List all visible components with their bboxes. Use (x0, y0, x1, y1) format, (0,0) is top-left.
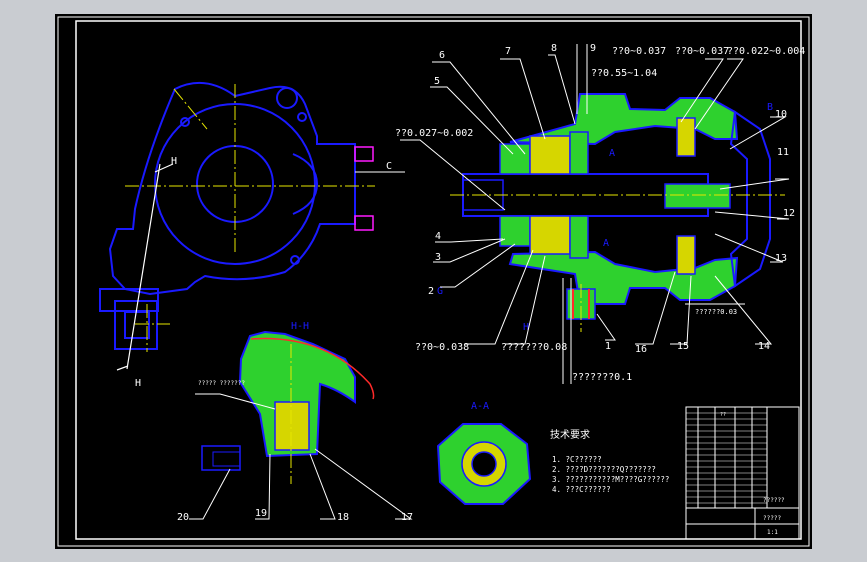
part-number-16: 16 (635, 344, 647, 355)
part-number-19: 19 (255, 508, 267, 519)
part-number-6: 6 (439, 50, 445, 61)
title-block (685, 406, 800, 540)
end-cap (729, 110, 771, 288)
notes-list: 1. ?C?????? 2. ????D???????Q??????? 3. ?… (552, 455, 669, 494)
drawing-sheet: H H C A A B G H (55, 14, 812, 549)
hh-leaders (189, 393, 413, 520)
note-line-1: 1. ?C?????? (552, 455, 602, 464)
dim-tol-2: ??0~0.037 (675, 46, 729, 57)
dimension-texts: ??0~0.037 ??0~0.037 ??0.022~0.004 ??0.55… (395, 46, 805, 383)
main-section-view (462, 93, 771, 320)
gear-hub (664, 183, 731, 209)
dim-tol-1: ??0~0.037 (612, 46, 666, 57)
housing-centerlines (125, 84, 375, 352)
note-line-4: 4. ???C?????? (552, 485, 611, 494)
hh-part-numbers: 20 19 18 17 (177, 508, 413, 523)
label-section-aa: A-A (471, 401, 489, 412)
part-number-15: 15 (677, 341, 689, 352)
label-c: C (386, 161, 392, 172)
bearing-lower (529, 215, 571, 255)
mark-n: H (523, 322, 529, 333)
hh-callout-small: ????? ??????? (198, 380, 245, 387)
part-number-3: 3 (435, 252, 441, 263)
dim-tol-4: ??0.027~0.002 (395, 128, 473, 139)
dim-tol-bottom3: ???????0.1 (572, 372, 632, 383)
spacer-lower (569, 215, 589, 259)
aa-section-view (436, 423, 532, 505)
spacer-upper (569, 131, 589, 175)
cad-drawing: H H C A A B G H (57, 16, 810, 547)
dim-tol-3: ??0.022~0.004 (727, 46, 805, 57)
dim-tol-bottom: ??0~0.038 (415, 342, 469, 353)
dim-tol-right: ??????0.03 (695, 308, 737, 316)
title-block-rows (686, 412, 767, 504)
title-block-header: ?? (720, 412, 726, 418)
bearing-right-lower (676, 235, 696, 275)
inner-border (75, 20, 802, 540)
part-number-14: 14 (758, 341, 770, 352)
mark-b: B (767, 102, 773, 113)
label-section-h-bottom: H (135, 378, 141, 389)
part-number-11: 11 (777, 147, 789, 158)
title-block-scale: 1:1 (767, 529, 778, 536)
section-cut-line-h (116, 163, 174, 371)
part-number-8: 8 (551, 43, 557, 54)
part-number-17: 17 (401, 512, 413, 523)
housing-view (99, 81, 374, 350)
part-numbers: 6 5 7 8 9 4 3 2 1 16 15 14 13 12 11 10 (428, 43, 795, 355)
part-number-7: 7 (505, 46, 511, 57)
note-line-2: 2. ????D???????Q??????? (552, 465, 656, 474)
mark-g: G (437, 286, 443, 297)
label-section-h-top: H (171, 156, 177, 167)
dim-tol-bottom2: ???????0.08 (501, 342, 567, 353)
part-number-20: 20 (177, 512, 189, 523)
part-number-12: 12 (783, 208, 795, 219)
main-centerlines (450, 194, 785, 332)
part-number-2: 2 (428, 286, 434, 297)
bearing-upper (529, 135, 571, 175)
dim-clearance-top: ??0.55~1.04 (591, 68, 657, 79)
part-number-1: 1 (605, 341, 611, 352)
title-block-caption: ?????? (763, 497, 785, 504)
seal-lower (499, 215, 531, 247)
label-section-hh: H-H (291, 321, 309, 332)
mark-a-upper: A (609, 148, 615, 159)
part-number-5: 5 (434, 76, 440, 87)
hh-section-view (201, 330, 375, 484)
notes-title: 技术要求 (550, 428, 590, 441)
title-block-name: ????? (763, 515, 781, 522)
housing-upper-section (509, 93, 739, 146)
bearing-right-upper (676, 117, 696, 157)
outer-border (57, 16, 810, 547)
part-number-4: 4 (435, 231, 441, 242)
leader-lines (400, 44, 790, 384)
seal-upper (499, 143, 531, 175)
part-number-18: 18 (337, 512, 349, 523)
mark-a-lower: A (603, 238, 609, 249)
part-number-9: 9 (590, 43, 596, 54)
part-number-13: 13 (775, 253, 787, 264)
note-line-3: 3. ???????????M????G?????? (552, 475, 669, 484)
part-number-10: 10 (775, 109, 787, 120)
